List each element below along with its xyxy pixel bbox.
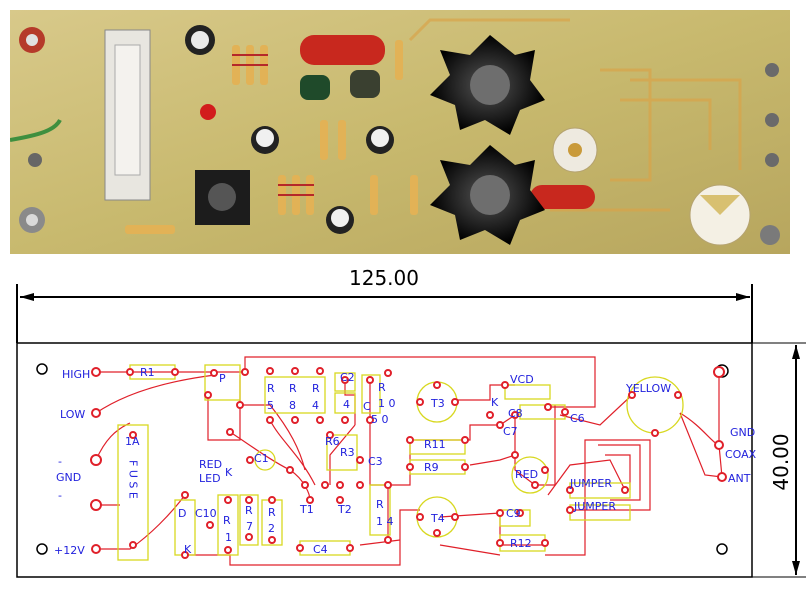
- height-dimension: 40.00: [752, 342, 806, 578]
- label-r8: R: [289, 382, 297, 395]
- width-dimension: 125.00: [16, 266, 753, 343]
- label-k2: K: [184, 543, 192, 556]
- mount-hole-br: [716, 543, 728, 555]
- label-c3: C3: [368, 455, 383, 468]
- component-pads: [90, 366, 727, 559]
- label-vcd: VCD: [510, 373, 534, 386]
- label-r8-num: 8: [289, 399, 296, 412]
- label-r10-num: 1 0: [378, 397, 396, 410]
- label-fuse: F U S E: [127, 460, 140, 499]
- label-r5: R: [267, 382, 275, 395]
- label-12v: +12V: [54, 544, 85, 557]
- label-r7: R: [245, 504, 253, 517]
- board-outline: [16, 342, 753, 578]
- height-value: 40.00: [769, 433, 793, 490]
- label-minus-bottom: -: [58, 489, 62, 502]
- label-gnd-right: GND: [730, 426, 755, 439]
- label-c7: C7: [503, 425, 518, 438]
- label-jumper1: JUMPER: [569, 477, 612, 490]
- label-t4: T4: [430, 512, 445, 525]
- label-t1: T1: [299, 503, 314, 516]
- label-r1b: R: [223, 514, 231, 527]
- label-c2-num: 4: [343, 398, 350, 411]
- label-yellow: YELLOW: [625, 382, 671, 395]
- board-photo: [10, 10, 790, 254]
- label-c50: C: [363, 400, 371, 413]
- label-r3: R3: [340, 446, 355, 459]
- silkscreen-labels: HIGH LOW - GND - +12V GND COAX ANT R1 P …: [54, 366, 757, 557]
- label-c8: C8: [508, 407, 523, 420]
- label-red-led-2: LED: [199, 472, 221, 485]
- label-high: HIGH: [62, 368, 90, 381]
- pcb-layout-drawing: 125.00 40.00: [16, 266, 806, 578]
- label-r4: R: [312, 382, 320, 395]
- label-r2-num: 2: [268, 522, 275, 535]
- label-t3: T3: [430, 397, 445, 410]
- label-r5-num: 5: [267, 399, 274, 412]
- label-r4-num: 4: [312, 399, 319, 412]
- label-k3: K: [491, 396, 499, 409]
- label-red-led-1: RED: [199, 458, 222, 471]
- label-red2: RED: [515, 468, 538, 481]
- label-r7-num: 7: [246, 520, 253, 533]
- label-k1: K: [225, 466, 233, 479]
- label-r10: R: [378, 381, 386, 394]
- label-c9: C9: [506, 507, 521, 520]
- label-r12: R12: [510, 537, 532, 550]
- label-r14: R: [376, 498, 384, 511]
- label-minus-top: -: [58, 455, 62, 468]
- mount-hole-tl: [36, 363, 48, 375]
- label-c6: C6: [570, 412, 585, 425]
- label-c50-num: 5 0: [371, 413, 389, 426]
- label-r1b-num: 1: [225, 531, 232, 544]
- label-r2: R: [268, 506, 276, 519]
- label-ant: ANT: [728, 472, 751, 485]
- label-coax: COAX: [725, 448, 757, 461]
- label-r6: R6: [325, 435, 340, 448]
- label-fuse-1a: 1A: [125, 435, 140, 448]
- label-r1: R1: [140, 366, 155, 379]
- label-c1: C1: [254, 452, 269, 465]
- label-p: P: [219, 372, 226, 385]
- label-t2: T2: [337, 503, 352, 516]
- label-low: LOW: [60, 408, 85, 421]
- label-r11: R11: [424, 438, 446, 451]
- label-d: D: [178, 507, 186, 520]
- mount-hole-bl: [36, 543, 48, 555]
- width-value: 125.00: [349, 266, 419, 290]
- label-r9: R9: [424, 461, 439, 474]
- label-r14-num: 1 4: [376, 515, 394, 528]
- label-c10: C10: [195, 507, 217, 520]
- label-gnd: GND: [56, 471, 81, 484]
- label-c4: C4: [313, 543, 328, 556]
- label-c2: C2: [340, 371, 355, 384]
- label-jumper2: JUMPER: [573, 500, 616, 513]
